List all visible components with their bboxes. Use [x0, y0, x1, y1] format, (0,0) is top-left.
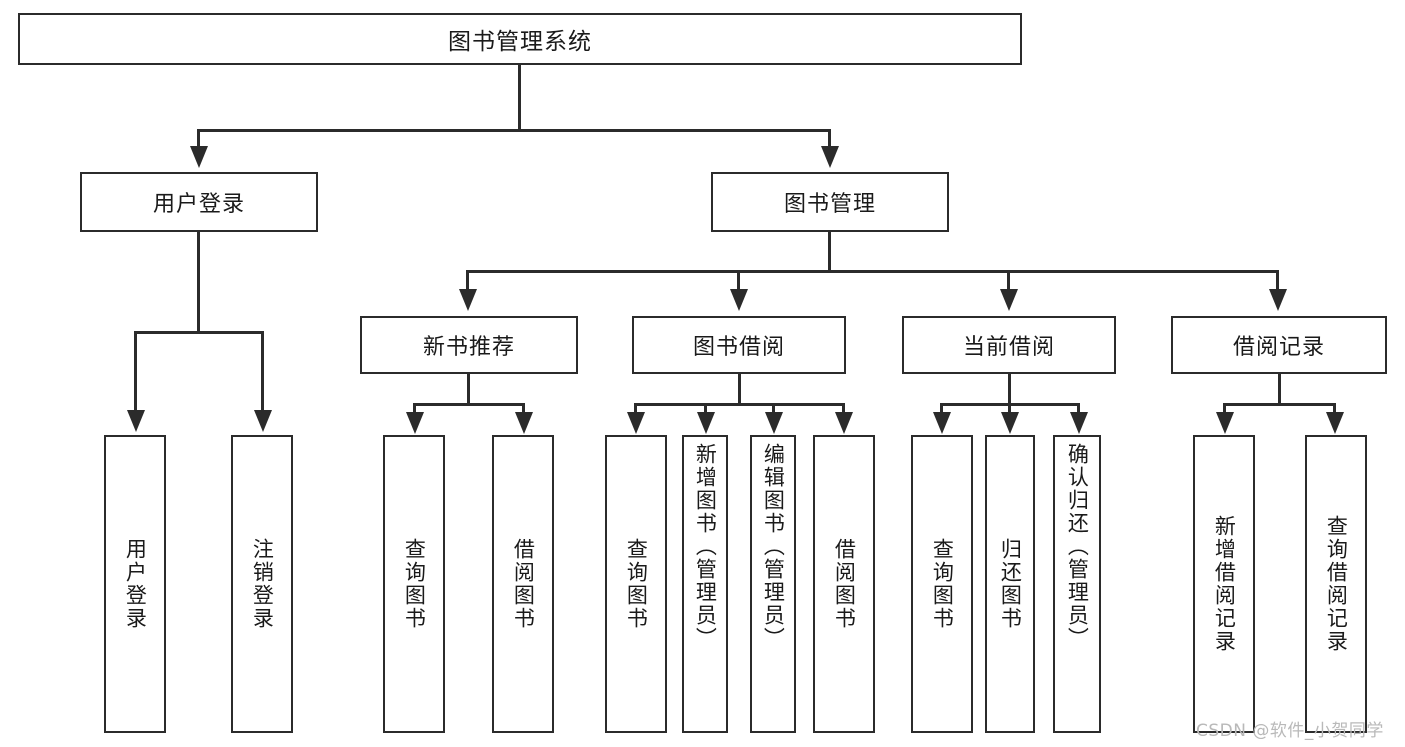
connector-borrow-drop-4: [842, 403, 845, 415]
connector-user-login-stem: [197, 232, 200, 333]
connector-book-mgmt-drop-3: [1007, 270, 1010, 292]
connector-user-login-drop-2: [261, 331, 264, 413]
leaf-label: 借阅图书: [832, 538, 857, 630]
connector-root-stem: [518, 65, 521, 131]
arrow-to-user-login: [190, 146, 208, 168]
connector-book-mgmt-drop-1: [466, 270, 469, 292]
node-label: 当前借阅: [962, 335, 1055, 360]
leaf-label: 归还图书: [998, 538, 1023, 630]
connector-book-mgmt-drop-2: [737, 270, 740, 292]
leaf-label: 确认归还（管理员）: [1065, 443, 1090, 650]
arrow-to-leaf-query-record: [1326, 412, 1344, 434]
connector-root-drop-right: [828, 129, 831, 149]
arrow-to-book-borrow: [730, 289, 748, 311]
leaf-label: 查询图书: [624, 538, 649, 630]
arrow-to-leaf-add-book: [697, 412, 715, 434]
connector-borrow-drop-3: [772, 403, 775, 415]
leaf-user-login[interactable]: 用户登录: [104, 435, 166, 733]
arrow-to-leaf-add-record: [1216, 412, 1234, 434]
node-label: 用户登录: [152, 192, 245, 217]
leaf-query-book-borrow[interactable]: 查询图书: [605, 435, 667, 733]
node-user-login[interactable]: 用户登录: [80, 172, 318, 232]
leaf-edit-book-admin[interactable]: 编辑图书（管理员）: [750, 435, 796, 733]
connector-root-drop-left: [197, 129, 200, 149]
node-label: 图书管理系统: [448, 29, 592, 55]
watermark-text: CSDN @软件_小贺同学: [1196, 721, 1384, 741]
leaf-borrow-book-recommend[interactable]: 借阅图书: [492, 435, 554, 733]
connector-borrow-drop-2: [704, 403, 707, 415]
connector-record-stem: [1278, 374, 1281, 405]
connector-recommend-drop-2: [522, 403, 525, 415]
leaf-label: 新增图书（管理员）: [693, 443, 718, 650]
arrow-to-borrow-record: [1269, 289, 1287, 311]
arrow-to-leaf-borrow-book-1: [515, 412, 533, 434]
node-book-borrow[interactable]: 图书借阅: [632, 316, 846, 374]
connector-current-drop-3: [1077, 403, 1080, 415]
node-label: 图书借阅: [692, 335, 785, 360]
connector-current-drop-2: [1008, 403, 1011, 415]
leaf-label: 编辑图书（管理员）: [761, 443, 786, 650]
leaf-query-borrow-record[interactable]: 查询借阅记录: [1305, 435, 1367, 733]
leaf-label: 查询图书: [402, 538, 427, 630]
leaf-label: 查询借阅记录: [1324, 515, 1349, 653]
leaf-confirm-return-admin[interactable]: 确认归还（管理员）: [1053, 435, 1101, 733]
node-new-book-recommend[interactable]: 新书推荐: [360, 316, 578, 374]
leaf-query-book-current[interactable]: 查询图书: [911, 435, 973, 733]
arrow-to-leaf-query-book-3: [933, 412, 951, 434]
connector-book-mgmt-drop-4: [1276, 270, 1279, 292]
leaf-label: 查询图书: [930, 538, 955, 630]
connector-recommend-stem: [467, 374, 470, 405]
node-current-borrow[interactable]: 当前借阅: [902, 316, 1116, 374]
leaf-add-book-admin[interactable]: 新增图书（管理员）: [682, 435, 728, 733]
leaf-logout[interactable]: 注销登录: [231, 435, 293, 733]
arrow-to-new-book-recommend: [459, 289, 477, 311]
arrow-to-leaf-confirm-return: [1070, 412, 1088, 434]
connector-record-drop-1: [1223, 403, 1226, 415]
node-label: 借阅记录: [1232, 335, 1325, 360]
connector-record-bus: [1223, 403, 1336, 406]
connector-book-mgmt-bus: [466, 270, 1279, 273]
connector-user-login-drop-1: [134, 331, 137, 413]
node-root-library-system[interactable]: 图书管理系统: [18, 13, 1022, 65]
node-borrow-record[interactable]: 借阅记录: [1171, 316, 1387, 374]
arrow-to-leaf-user-login: [127, 410, 145, 432]
arrow-to-book-management: [821, 146, 839, 168]
leaf-label: 用户登录: [123, 538, 148, 630]
node-label: 图书管理: [783, 192, 876, 217]
arrow-to-current-borrow: [1000, 289, 1018, 311]
leaf-return-book[interactable]: 归还图书: [985, 435, 1035, 733]
connector-current-stem: [1008, 374, 1011, 405]
connector-current-drop-1: [940, 403, 943, 415]
connector-record-drop-2: [1333, 403, 1336, 415]
leaf-query-book-recommend[interactable]: 查询图书: [383, 435, 445, 733]
connector-user-login-bus: [134, 331, 264, 334]
connector-recommend-bus: [413, 403, 525, 406]
leaf-label: 新增借阅记录: [1212, 515, 1237, 653]
arrow-to-leaf-logout: [254, 410, 272, 432]
leaf-label: 借阅图书: [511, 538, 536, 630]
node-label: 新书推荐: [422, 335, 515, 360]
arrow-to-leaf-query-book-2: [627, 412, 645, 434]
arrow-to-leaf-edit-book: [765, 412, 783, 434]
connector-borrow-bus: [634, 403, 845, 406]
arrow-to-leaf-query-book-1: [406, 412, 424, 434]
leaf-label: 注销登录: [250, 538, 275, 630]
node-book-management[interactable]: 图书管理: [711, 172, 949, 232]
connector-borrow-drop-1: [634, 403, 637, 415]
connector-root-bus: [197, 129, 831, 132]
connector-recommend-drop-1: [413, 403, 416, 415]
leaf-add-borrow-record[interactable]: 新增借阅记录: [1193, 435, 1255, 733]
connector-book-mgmt-stem: [828, 232, 831, 272]
arrow-to-leaf-return-book: [1001, 412, 1019, 434]
leaf-borrow-book[interactable]: 借阅图书: [813, 435, 875, 733]
connector-borrow-stem: [738, 374, 741, 405]
arrow-to-leaf-borrow-book-2: [835, 412, 853, 434]
